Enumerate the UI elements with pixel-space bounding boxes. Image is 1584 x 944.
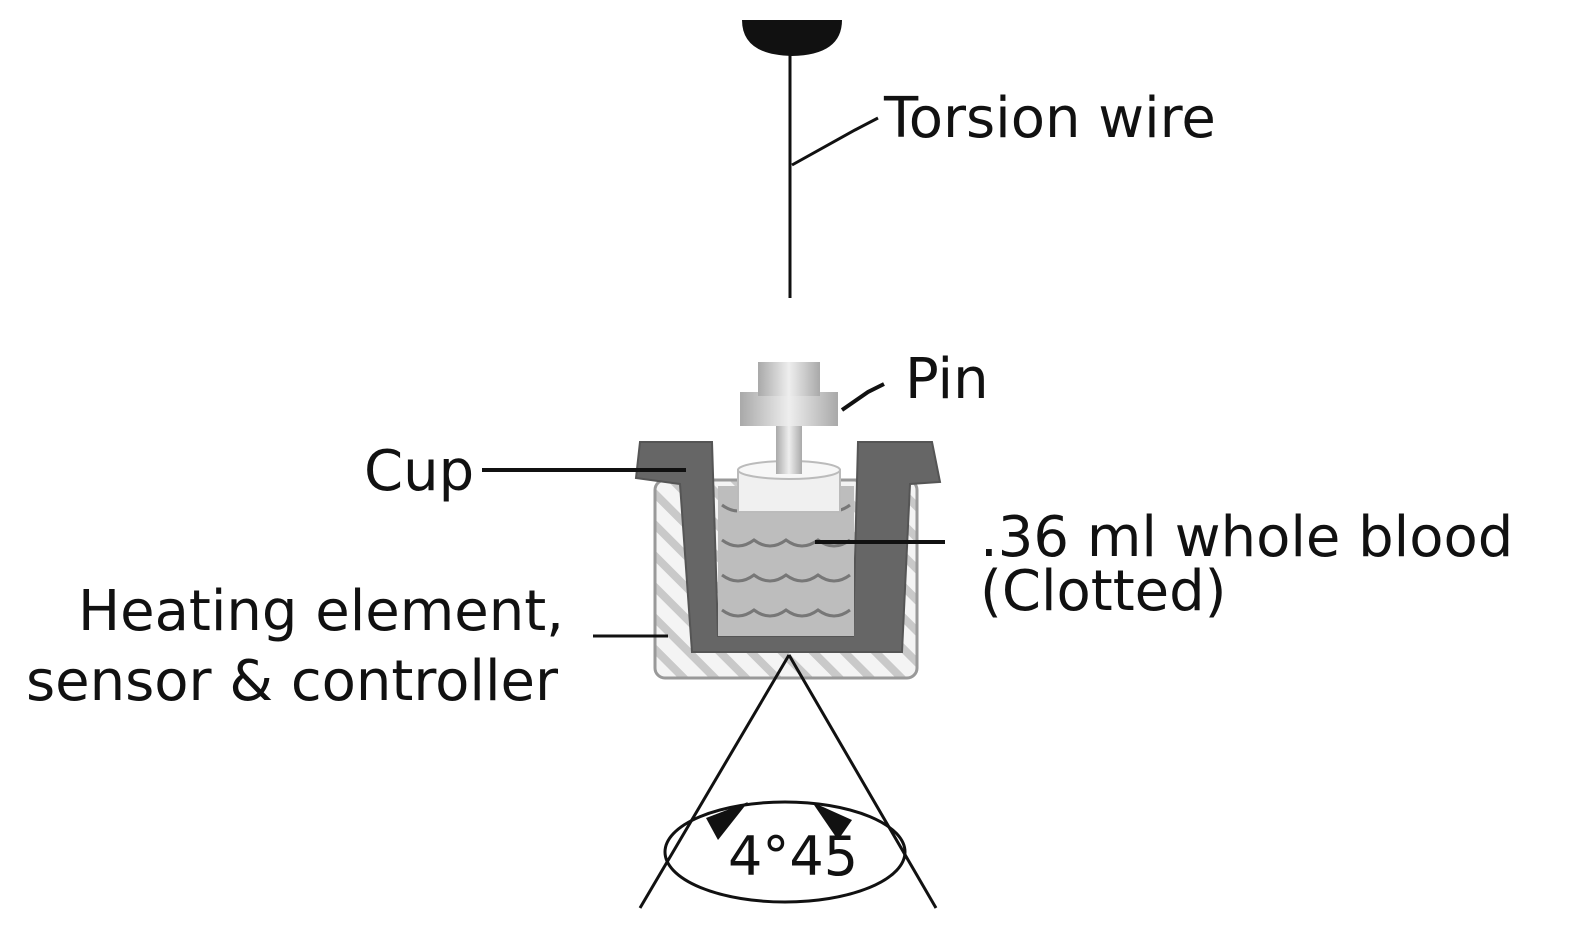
rotation-cone — [638, 654, 938, 909]
blood-label-line1: .36 ml whole blood — [980, 505, 1513, 570]
torsion-wire-label: Torsion wire — [883, 86, 1216, 151]
rotation-ellipse — [663, 800, 907, 904]
pin-label: Pin — [905, 347, 989, 412]
torsion-wire-leader — [791, 116, 879, 167]
cup-label: Cup — [364, 439, 474, 504]
heating-label-line2: sensor & controller — [26, 649, 559, 714]
wire-mount — [742, 20, 842, 56]
heating-label-line1: Heating element, — [78, 579, 564, 644]
blood-label-line2: (Clotted) — [980, 559, 1227, 624]
pin — [737, 362, 841, 513]
pin-leader — [840, 382, 885, 412]
rotation-arrows — [706, 802, 852, 840]
angle-label: 4°45 — [728, 825, 858, 888]
